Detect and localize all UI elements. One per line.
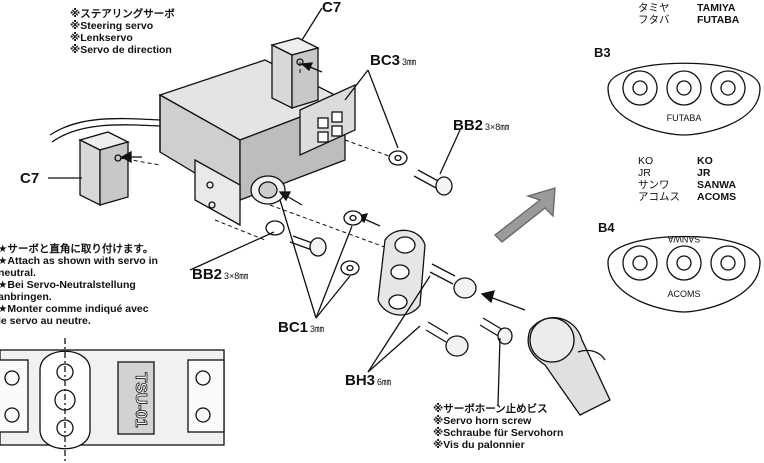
b3-label: B3: [594, 45, 611, 60]
bb2-screw-top: [413, 169, 453, 196]
brand-jp: アコムス: [638, 191, 680, 203]
bc1-code: BC1: [278, 319, 309, 336]
bb2-top-code: BB2: [453, 117, 484, 134]
note-line: ※ステアリングサーボ: [70, 8, 175, 20]
note-line: ※Lenkservo: [70, 32, 133, 44]
brand-en: KO: [697, 155, 713, 167]
note-line: le servo au neutre.: [0, 315, 91, 327]
bb2-top-size: 3×8㎜: [485, 122, 510, 132]
brand-en: SANWA: [697, 179, 737, 191]
brand-en: JR: [697, 167, 711, 179]
servo-body: [158, 59, 356, 227]
brand-en: TAMIYA: [697, 2, 736, 14]
b3-brands-left: タミヤ フタバ: [638, 2, 670, 26]
direction-arrow: [494, 187, 556, 243]
c7-top-label: C7: [322, 0, 342, 16]
brand-jp: タミヤ: [638, 2, 670, 14]
note-line: ※Steering servo: [70, 20, 154, 32]
note-line: ※Servo de direction: [70, 44, 172, 56]
b4-label: B4: [598, 220, 615, 235]
servo-horn: [377, 229, 426, 316]
attach-note: ★サーボと直角に取り付けます。 ★Attach as shown with se…: [0, 243, 158, 327]
b3-inner-text: FUTABA: [667, 113, 702, 123]
bc3-washer: [388, 150, 408, 166]
bc1-size: 3㎜: [310, 324, 325, 334]
b3-brands-right: TAMIYA FUTABA: [697, 2, 739, 26]
bb2-bottom-size: 3×8㎜: [224, 271, 249, 281]
b4-brands-right: KO JR SANWA ACOMS: [697, 155, 736, 203]
bc1-washer-lower: [340, 260, 360, 276]
servo-cable: [49, 117, 161, 136]
brand-en: FUTABA: [697, 14, 740, 26]
brand-jp: サンワ: [638, 179, 670, 191]
b4-brands-left: KO JR サンワ アコムス: [638, 155, 680, 203]
note-line: ★Bei Servo-Neutralstellung: [0, 279, 136, 291]
c7-left-label: C7: [20, 170, 40, 187]
brand-en: ACOMS: [697, 191, 737, 203]
note-line: ※サーボホーン止めビス: [433, 403, 548, 415]
note-line: ★サーボと直角に取り付けます。: [0, 243, 154, 255]
bh3-ball-end-upper: [429, 263, 477, 299]
bh3-code: BH3: [345, 372, 376, 389]
horn-screw: [479, 317, 513, 345]
note-line: anbringen.: [0, 291, 52, 303]
brand-jp: KO: [638, 155, 654, 167]
bc3-size: 3㎜: [402, 57, 417, 67]
servo-detail-view: [0, 338, 225, 463]
c7-top-block: [270, 7, 323, 110]
b4-horn-plate: [607, 235, 761, 313]
b3-horn-plate: [607, 62, 761, 136]
note-line: ★Attach as shown with servo in: [0, 255, 158, 267]
brand-jp: フタバ: [638, 14, 670, 26]
bb2-bottom-code: BB2: [192, 266, 223, 283]
screwdriver: [527, 317, 611, 416]
c7-left-block: [48, 131, 130, 207]
bc1-washer-upper: [343, 210, 363, 226]
note-line: ★Monter comme indiqué avec: [0, 303, 149, 315]
note-line: neutral.: [0, 267, 36, 279]
servo-stamp: TSU-01: [132, 372, 149, 427]
note-line: ※Vis du palonnier: [433, 439, 525, 451]
bh3-size: 6㎜: [377, 377, 392, 387]
note-line: ※Servo horn screw: [433, 415, 532, 427]
note-line: ※Schraube für Servohorn: [433, 427, 564, 439]
bc3-code: BC3: [370, 52, 401, 69]
b4-inner-text-bottom: ACOMS: [667, 289, 700, 299]
bb2-screw-bottom: [289, 235, 327, 257]
steering-servo-note: ※ステアリングサーボ ※Steering servo ※Lenkservo ※S…: [70, 8, 175, 56]
brand-jp: JR: [638, 167, 651, 179]
b4-inner-text-top: SANWA: [668, 234, 701, 244]
bh3-ball-end-lower: [425, 321, 469, 357]
horn-screw-note: ※サーボホーン止めビス ※Servo horn screw ※Schraube …: [433, 403, 563, 451]
